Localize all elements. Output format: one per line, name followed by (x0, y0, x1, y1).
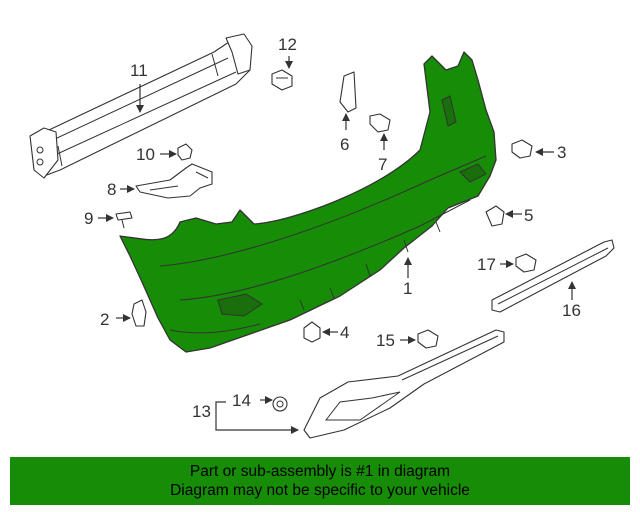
banner-line-1: Part or sub-assembly is #1 in diagram (189, 463, 451, 480)
part-17-bolt[interactable] (515, 253, 537, 273)
callout-15: 15 (376, 331, 395, 350)
callout-5: 5 (524, 206, 533, 225)
banner-line-2: Diagram may not be specific to your vehi… (170, 482, 470, 499)
callout-14: 14 (232, 391, 251, 410)
callout-1: 1 (403, 279, 412, 298)
part-2-push-pin[interactable] (131, 299, 147, 327)
callout-11: 11 (130, 61, 148, 80)
callout-6: 6 (340, 135, 349, 154)
part-9-push-pin[interactable] (115, 211, 133, 229)
callout-13: 13 (192, 402, 211, 421)
notice-banner: Part or sub-assembly is #1 in diagram Di… (10, 457, 630, 505)
callout-12: 12 (278, 35, 297, 54)
part-6-bracket[interactable] (339, 71, 357, 113)
part-3-bolt[interactable] (511, 139, 533, 159)
callout-8: 8 (107, 180, 116, 199)
callout-2: 2 (100, 310, 109, 329)
part-7-bolt[interactable] (369, 113, 391, 133)
part-13-lower-trim[interactable] (303, 329, 505, 439)
callout-4: 4 (340, 323, 349, 342)
callout-7: 7 (378, 155, 387, 174)
part-14-clip[interactable] (272, 396, 288, 412)
part-4-nut[interactable] (303, 321, 321, 343)
part-1-bumper-cover[interactable] (119, 51, 497, 353)
part-15-bolt[interactable] (417, 329, 439, 349)
callout-16: 16 (562, 301, 581, 320)
callout-9: 9 (84, 209, 93, 228)
part-10-clip[interactable] (177, 143, 193, 161)
callout-17: 17 (477, 255, 496, 274)
part-12-bolt[interactable] (271, 69, 293, 91)
part-8-bracket[interactable] (135, 163, 213, 199)
callout-3: 3 (557, 143, 566, 162)
part-5-retainer[interactable] (485, 205, 505, 227)
callout-10: 10 (136, 145, 155, 164)
parts-diagram: 11 12 10 8 9 6 7 (29, 33, 615, 439)
part-16-reflector[interactable] (491, 239, 615, 313)
